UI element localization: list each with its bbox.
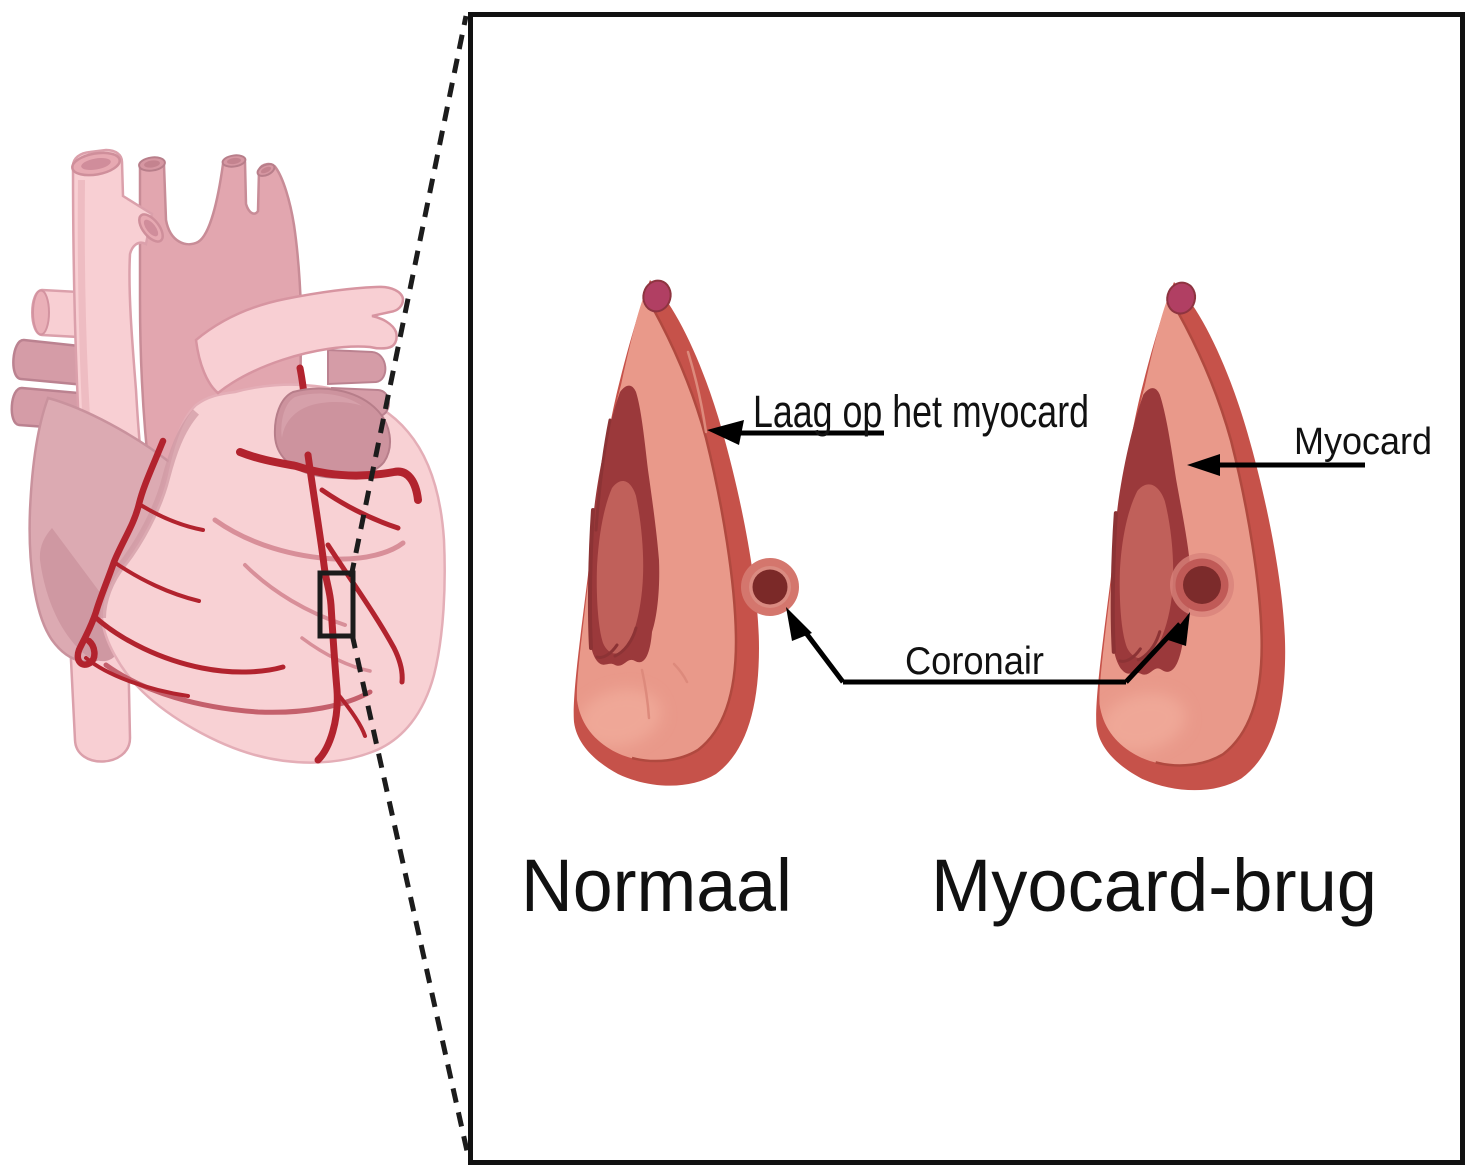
svg-text:Myocard-brug: Myocard-brug: [931, 844, 1377, 927]
svg-text:Myocard: Myocard: [1294, 421, 1432, 463]
svg-text:Coronair: Coronair: [905, 640, 1044, 683]
svg-text:Laag op het myocard: Laag op het myocard: [753, 386, 1089, 437]
svg-text:Normaal: Normaal: [521, 844, 792, 927]
